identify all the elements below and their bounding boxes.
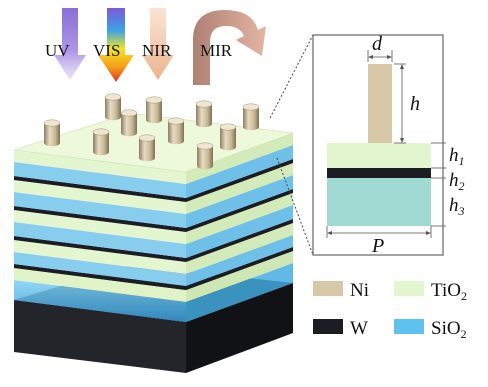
layer-w-3 <box>14 219 293 262</box>
dimension-d <box>367 50 393 62</box>
ni-nanopillar <box>167 117 185 145</box>
layer-tio2-4 <box>14 251 293 302</box>
mir-arrow <box>193 10 266 85</box>
layer-w-4 <box>14 247 293 290</box>
layer-w-1 <box>14 159 293 202</box>
label-d: d <box>372 33 383 55</box>
nir-arrow <box>142 8 174 80</box>
ni-nanopillar <box>196 142 214 170</box>
inset-w-layer <box>327 168 431 178</box>
layer-tio2-3 <box>14 223 293 274</box>
legend-w-label: W <box>350 318 368 339</box>
label-h3: h3 <box>449 195 465 218</box>
legend-sio2-label: SiO2 <box>431 318 467 341</box>
ni-nanopillar <box>92 128 110 156</box>
uv-label: UV <box>45 41 70 60</box>
ni-nanopillar-array <box>43 93 260 170</box>
ni-nanopillar <box>145 96 163 124</box>
ni-nanopillar <box>242 103 260 131</box>
mir-label: MIR <box>200 41 233 60</box>
legend-tio2-swatch <box>394 281 424 296</box>
vis-arrow <box>98 8 134 82</box>
label-p: P <box>371 235 384 257</box>
ni-nanopillar <box>219 123 237 151</box>
unit-cell-inset: d h h1 h2 h3 P <box>312 33 465 257</box>
layer-sio2-3 <box>14 205 293 258</box>
material-legend: Ni TiO2 W SiO2 <box>313 280 467 341</box>
layer-sio2-4 <box>14 235 293 286</box>
label-h2: h2 <box>449 170 465 193</box>
radiation-arrows: UV VIS NIR MIR <box>45 8 266 85</box>
legend-ni-label: Ni <box>350 280 369 301</box>
inset-sio2-layer <box>327 178 431 226</box>
zoom-connector <box>269 34 314 256</box>
label-h1: h1 <box>449 145 465 168</box>
ni-nanopillar <box>138 134 156 162</box>
legend-w-swatch <box>313 319 343 334</box>
layer-tio2-1 <box>14 163 293 214</box>
multilayer-stack <box>13 112 294 373</box>
ni-nanopillar <box>120 109 138 137</box>
ni-nanopillar <box>195 100 213 128</box>
uv-arrow <box>54 8 86 80</box>
layer-tio2-2 <box>14 193 293 244</box>
layer-sio2-2 <box>14 175 293 228</box>
label-h: h <box>410 93 420 115</box>
legend-sio2-swatch <box>394 319 424 334</box>
ni-nanopillar <box>104 93 122 121</box>
dimension-p <box>326 226 432 238</box>
ni-nanopillar <box>43 119 61 147</box>
vis-label: VIS <box>93 41 120 60</box>
legend-tio2-label: TiO2 <box>431 280 467 303</box>
layer-w-2 <box>14 189 293 232</box>
legend-ni-swatch <box>313 281 343 296</box>
layer-sio2-1 <box>14 145 293 198</box>
dimension-h-layers <box>431 142 446 227</box>
layer-sio2-bottom <box>14 263 293 322</box>
dimension-h <box>394 63 406 144</box>
inset-tio2-layer <box>327 143 431 168</box>
nir-label: NIR <box>142 41 172 60</box>
inset-ni-pillar <box>368 64 392 143</box>
